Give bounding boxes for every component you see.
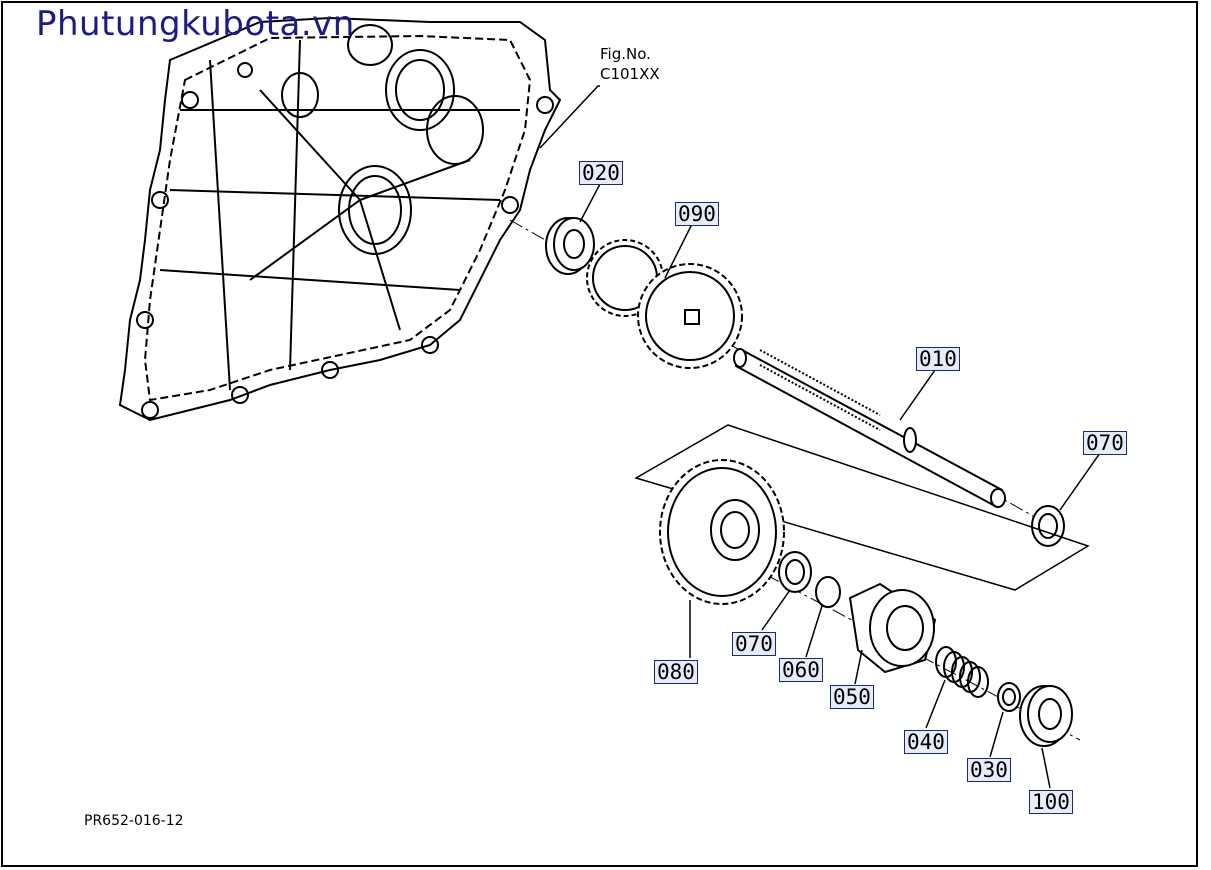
callout-070-upper[interactable]: 070 — [1083, 431, 1127, 455]
gear-090 — [586, 239, 743, 369]
callout-060[interactable]: 060 — [779, 658, 823, 682]
callout-070-lower[interactable]: 070 — [732, 632, 776, 656]
drawing-number: PR652-016-12 — [84, 813, 184, 829]
callout-090[interactable]: 090 — [675, 202, 719, 226]
subassembly-bracket — [634, 424, 1090, 591]
callout-030[interactable]: 030 — [967, 758, 1011, 782]
ball-bearing-100 — [1019, 685, 1073, 747]
leader-lines — [539, 85, 1101, 789]
site-watermark: Phutungkubota.vn — [36, 4, 355, 44]
thrust-washer-070-lower — [778, 551, 812, 593]
callout-020[interactable]: 020 — [579, 161, 623, 185]
callout-040[interactable]: 040 — [904, 730, 948, 754]
figure-label: Fig.No. — [600, 45, 651, 63]
callout-080[interactable]: 080 — [654, 660, 698, 684]
washer-030 — [997, 682, 1021, 712]
figure-code: C101XX — [600, 65, 660, 83]
ball-bearing-020 — [545, 217, 595, 275]
figure-number: Fig.No. C101XX — [600, 44, 660, 84]
callout-050[interactable]: 050 — [830, 685, 874, 709]
clutch-body-050 — [848, 582, 937, 674]
gear-080 — [659, 459, 785, 605]
transmission-case-housing — [118, 16, 562, 422]
circlip-060 — [815, 576, 841, 608]
splined-shaft-010 — [733, 348, 1006, 508]
callout-010[interactable]: 010 — [916, 347, 960, 371]
coil-spring-040 — [935, 646, 989, 698]
thrust-washer-070-upper — [1031, 505, 1065, 547]
callout-100[interactable]: 100 — [1029, 790, 1073, 814]
